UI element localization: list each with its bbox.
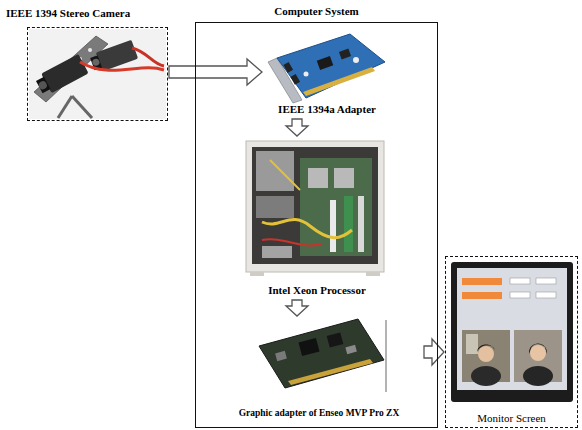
illustration-shape: [277, 34, 385, 98]
illustration-shape: [259, 319, 384, 388]
illustration-shape: [246, 141, 384, 272]
illustration-shape: [462, 278, 502, 285]
illustration-shape: [353, 57, 359, 63]
illustration-shape: [345, 345, 356, 354]
component-box: Graphic adapter of Enseo MVP Pro ZX: [215, 317, 423, 421]
illustration-shape: [366, 272, 380, 276]
illustration-shape: [304, 72, 309, 77]
illustration-shape: [339, 49, 351, 60]
illustration-shape: [530, 345, 546, 361]
illustration-shape: [462, 292, 502, 299]
monitor-box: Monitor Screen: [445, 256, 578, 428]
illustration-shape: [29, 29, 166, 119]
section-heading: Computer System: [274, 5, 358, 18]
illustration-shape: [510, 278, 530, 284]
illustration-shape: [37, 80, 48, 91]
illustration-shape: [308, 168, 328, 188]
illustration-shape: [510, 292, 530, 298]
illustration-shape: [262, 220, 352, 238]
illustration-shape: [72, 96, 92, 118]
illustration-shape: [96, 40, 139, 72]
illustration-shape: [80, 62, 164, 70]
illustration-shape: [288, 359, 373, 385]
flow-arrow: [424, 339, 444, 365]
illustration-shape: [256, 196, 294, 218]
illustration-shape: [477, 345, 495, 353]
component-caption: IEEE 1394a Adapter: [278, 103, 376, 116]
illustration-shape: [303, 67, 375, 96]
illustration-shape: [478, 346, 494, 362]
illustration-shape: [283, 62, 293, 73]
section-heading: IEEE 1394 Stereo Camera: [6, 7, 130, 20]
illustration-shape: [466, 334, 478, 354]
illustration-shape: [327, 332, 344, 347]
component-caption: Graphic adapter of Enseo MVP Pro ZX: [239, 408, 400, 419]
component-caption: Monitor Screen: [477, 412, 546, 425]
illustration-shape: [523, 366, 553, 386]
illustration-shape: [132, 48, 164, 66]
illustration-shape: [88, 48, 92, 52]
component-box: Intel Xeon Processor: [241, 137, 393, 299]
flow-arrow: [286, 119, 308, 136]
illustration-shape: [34, 54, 88, 97]
monitor-picture: [451, 262, 573, 402]
illustration-shape: [252, 147, 378, 264]
illustration-shape: [290, 74, 300, 85]
graphic-card-picture: [259, 319, 386, 392]
camera-box: IEEE 1394 Stereo Camera: [27, 27, 168, 121]
illustration-shape: [300, 158, 372, 256]
illustration-shape: [529, 344, 547, 355]
adapter-card-picture: [268, 34, 385, 103]
component-caption: Intel Xeon Processor: [268, 284, 366, 297]
illustration-shape: [330, 200, 336, 252]
flow-arrow: [286, 300, 308, 316]
illustration-shape: [91, 58, 100, 67]
illustration-shape: [358, 196, 364, 252]
computer-system-box: Computer SystemIEEE 1394a AdapterIntel X…: [195, 22, 438, 428]
illustration-shape: [317, 56, 334, 70]
illustration-shape: [344, 196, 353, 252]
stereo-camera-picture: [29, 29, 166, 119]
component-box: IEEE 1394a Adapter: [263, 29, 391, 118]
illustration-shape: [256, 151, 294, 191]
illustration-shape: [262, 239, 322, 245]
illustration-shape: [385, 320, 387, 392]
illustration-shape: [334, 168, 354, 188]
illustration-shape: [270, 160, 300, 190]
illustration-shape: [471, 366, 501, 386]
illustration-shape: [262, 246, 292, 258]
illustration-shape: [536, 278, 556, 284]
illustration-shape: [250, 272, 264, 276]
computer-case-picture: [246, 141, 384, 276]
illustration-shape: [275, 351, 287, 361]
illustration-shape: [58, 96, 72, 118]
illustration-shape: [36, 77, 51, 94]
illustration-shape: [536, 292, 556, 298]
illustration-shape: [457, 268, 567, 390]
illustration-shape: [298, 338, 319, 356]
flow-arrow: [169, 59, 262, 85]
illustration-shape: [451, 262, 573, 402]
